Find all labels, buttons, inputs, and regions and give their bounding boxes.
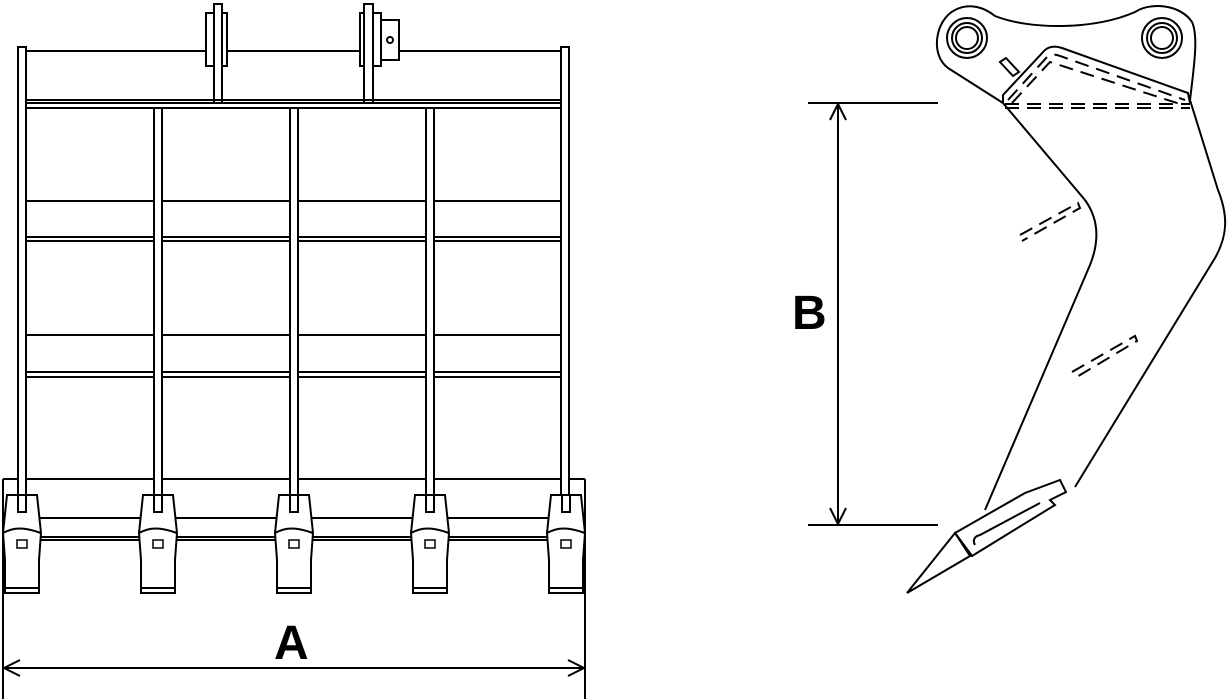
arrow-up-icon: [829, 101, 847, 121]
tines: [17, 46, 570, 513]
tooth: [409, 494, 451, 594]
hidden-lines: [1005, 53, 1190, 379]
ripper-side-view: [808, 5, 1227, 594]
dimension-a-label: A: [274, 617, 309, 670]
mounting-lug-left: [205, 3, 228, 104]
pin-bore-right: [1141, 17, 1183, 59]
arrow-left-icon: [1, 659, 21, 677]
mounting-lug-right: [359, 3, 400, 104]
tooth: [137, 494, 179, 594]
boss-plate: [1002, 45, 1191, 104]
grease-nipple: [998, 56, 1021, 78]
arrow-right-icon: [567, 659, 587, 677]
tooth: [545, 494, 587, 594]
tooth: [1, 494, 43, 594]
tooth: [273, 494, 315, 594]
bucket-teeth: [1, 494, 587, 594]
dimension-b-label: B: [792, 287, 827, 340]
ripper-shank-outline: [935, 5, 1227, 511]
dimension-b: [808, 101, 938, 527]
dimension-a: [1, 659, 587, 677]
ripper-tooth: [906, 478, 1068, 594]
pin-bore-left: [946, 17, 988, 59]
skeleton-bucket-front-view: [1, 3, 587, 699]
arrow-down-icon: [829, 507, 847, 527]
